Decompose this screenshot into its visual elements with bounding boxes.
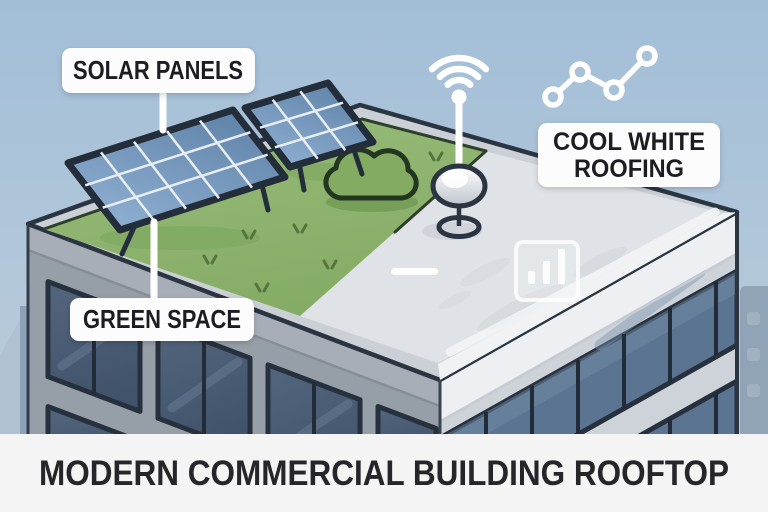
line-chart-icon bbox=[542, 45, 658, 108]
callout-solar-panels-label: SOLAR PANELS bbox=[73, 55, 243, 85]
callout-cool-white-roofing-line2: ROOFING bbox=[574, 155, 684, 183]
background-building-right bbox=[740, 286, 768, 440]
callout-green-space: GREEN SPACE bbox=[70, 298, 254, 341]
dash-marker-icon bbox=[391, 268, 438, 275]
solar-panel-2 bbox=[241, 79, 377, 171]
callout-solar-panels: SOLAR PANELS bbox=[62, 48, 255, 93]
roof-shading bbox=[438, 247, 627, 332]
rooftop-antenna bbox=[422, 54, 490, 240]
bush bbox=[323, 147, 419, 212]
green-space-area bbox=[43, 117, 488, 316]
bar-chart-icon bbox=[514, 240, 580, 302]
left-wall-windows bbox=[45, 279, 439, 440]
callout-green-space-label: GREEN SPACE bbox=[83, 304, 241, 334]
title-banner: MODERN COMMERCIAL BUILDING ROOFTOP bbox=[0, 434, 768, 512]
solar-panel-array bbox=[64, 79, 377, 257]
parapet-face-right bbox=[440, 212, 737, 420]
callout-cool-white-roofing-line1: COOL WHITE bbox=[553, 128, 705, 156]
roof-parapet-band-bright bbox=[438, 212, 737, 380]
title-banner-text: MODERN COMMERCIAL BUILDING ROOFTOP bbox=[39, 454, 729, 493]
callout-cool-white-roofing: COOL WHITE ROOFING bbox=[538, 123, 720, 187]
solar-panel-1 bbox=[64, 106, 289, 234]
wifi-signal-icon bbox=[428, 54, 490, 88]
